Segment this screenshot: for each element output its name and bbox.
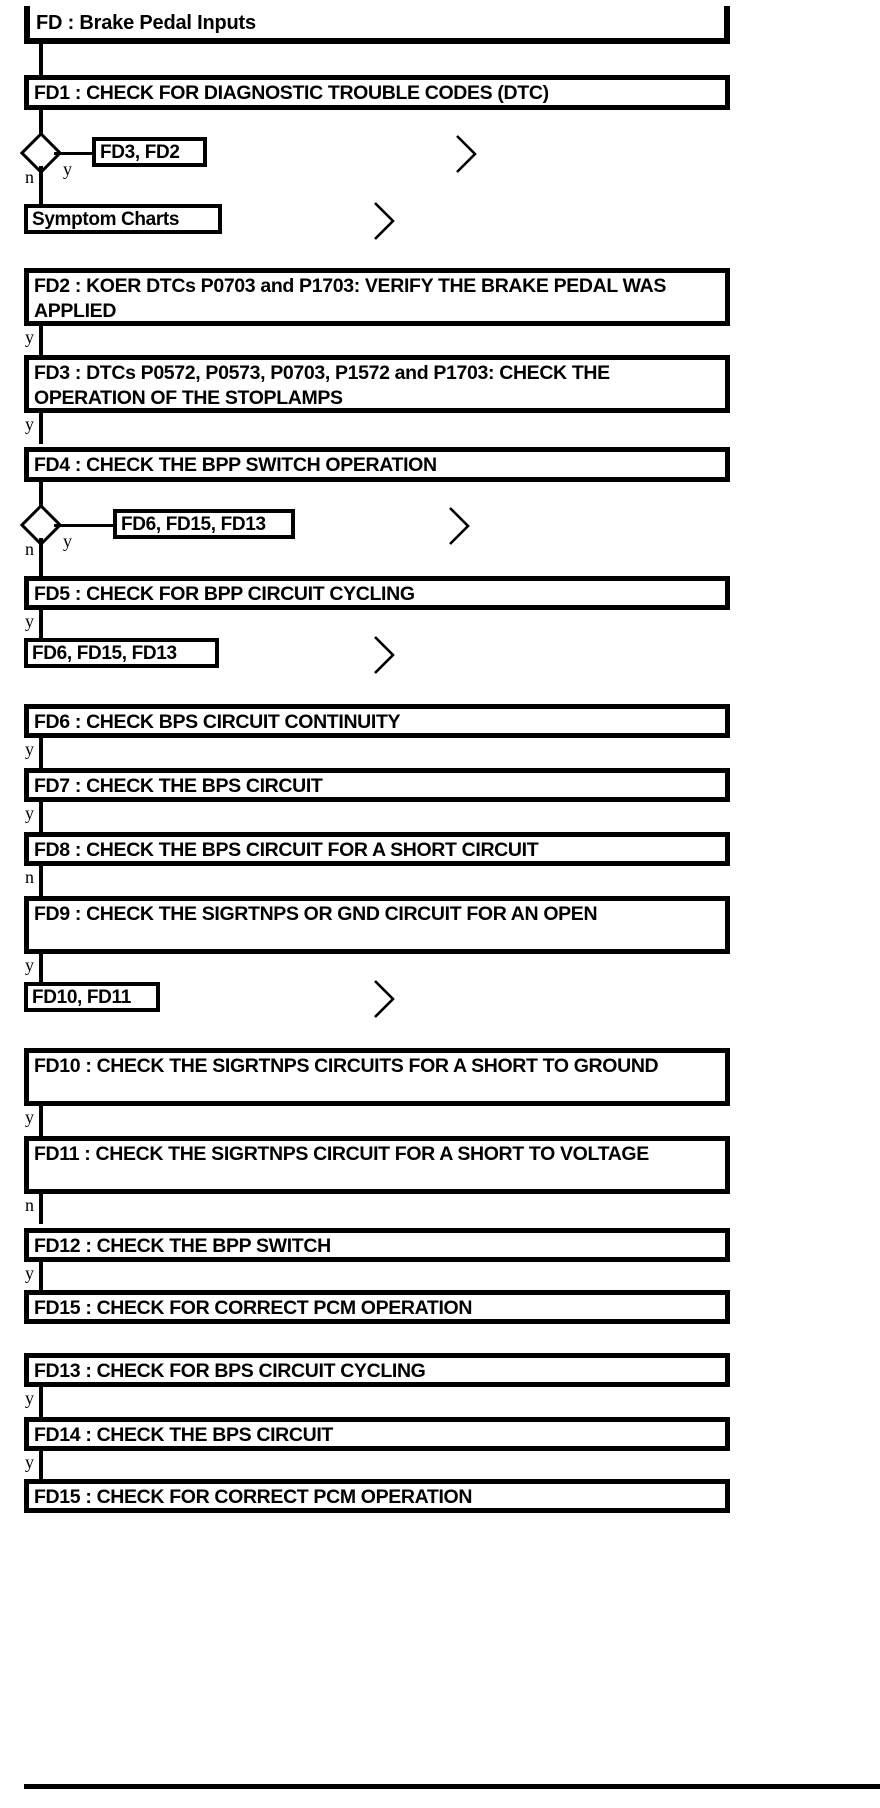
step-fd7[interactable]: FD7 : CHECK THE BPS CIRCUIT [24, 768, 730, 802]
ref-fd6-fd15-fd13-a-label: FD6, FD15, FD13 [121, 514, 266, 535]
branch-label-n: n [25, 539, 34, 559]
step-fd15-a[interactable]: FD15 : CHECK FOR CORRECT PCM OPERATION [24, 1290, 730, 1324]
chart-header: FD : Brake Pedal Inputs [24, 6, 730, 44]
branch-label-y: y [25, 1263, 34, 1283]
branch-label-n: n [25, 167, 34, 187]
ref-symptom-charts-label: Symptom Charts [32, 209, 180, 230]
chevron-right-icon [445, 505, 475, 547]
step-fd4[interactable]: FD4 : CHECK THE BPP SWITCH OPERATION [24, 447, 730, 482]
connector-fd6-fd7 [39, 738, 43, 768]
branch-label-y: y [25, 955, 34, 975]
connector-fd5-ref [39, 610, 43, 638]
branch-label-y: y [25, 414, 34, 434]
step-fd8[interactable]: FD8 : CHECK THE BPS CIRCUIT FOR A SHORT … [24, 832, 730, 866]
branch-label-y: y [25, 739, 34, 759]
ref-fd6-fd15-fd13-a[interactable]: FD6, FD15, FD13 [113, 509, 295, 539]
step-fd10[interactable]: FD10 : CHECK THE SIGRTNPS CIRCUITS FOR A… [24, 1048, 730, 1106]
ref-fd10-fd11[interactable]: FD10, FD11 [24, 982, 160, 1012]
branch-label-y: y [25, 1388, 34, 1408]
branch-label-y: y [63, 159, 72, 179]
step-fd4-label: FD4 : CHECK THE BPP SWITCH OPERATION [34, 454, 437, 476]
connector-fd7-fd8 [39, 802, 43, 832]
ref-fd6-fd15-fd13-b[interactable]: FD6, FD15, FD13 [24, 638, 219, 668]
step-fd15-a-label: FD15 : CHECK FOR CORRECT PCM OPERATION [34, 1297, 473, 1319]
step-fd7-label: FD7 : CHECK THE BPS CIRCUIT [34, 775, 323, 797]
step-fd2-label: FD2 : KOER DTCs P0703 and P1703: VERIFY … [34, 275, 667, 322]
step-fd13[interactable]: FD13 : CHECK FOR BPS CIRCUIT CYCLING [24, 1353, 730, 1387]
step-fd9[interactable]: FD9 : CHECK THE SIGRTNPS OR GND CIRCUIT … [24, 896, 730, 954]
ref-fd3-fd2-label: FD3, FD2 [100, 142, 180, 163]
step-fd5-label: FD5 : CHECK FOR BPP CIRCUIT CYCLING [34, 583, 415, 605]
connector-decision1-no [39, 166, 43, 204]
branch-label-n: n [25, 867, 34, 887]
connector-fd1-decision1 [39, 110, 43, 140]
connector-fd9-ref [39, 954, 43, 982]
connector-fd8-fd9 [39, 866, 43, 896]
step-fd11-label: FD11 : CHECK THE SIGRTNPS CIRCUIT FOR A … [34, 1143, 649, 1165]
step-fd1-label: FD1 : CHECK FOR DIAGNOSTIC TROUBLE CODES… [34, 82, 549, 104]
branch-label-y: y [25, 803, 34, 823]
step-fd14-label: FD14 : CHECK THE BPS CIRCUIT [34, 1424, 333, 1446]
footer-rule [24, 1784, 880, 1789]
chevron-right-icon [370, 978, 400, 1020]
connector-fd3-fd4 [39, 413, 43, 444]
step-fd6-label: FD6 : CHECK BPS CIRCUIT CONTINUITY [34, 711, 401, 733]
branch-label-y: y [25, 1452, 34, 1472]
connector-header-fd1 [39, 44, 43, 75]
branch-label-y: y [25, 611, 34, 631]
step-fd15-b-label: FD15 : CHECK FOR CORRECT PCM OPERATION [34, 1486, 473, 1508]
branch-label-n: n [25, 1195, 34, 1215]
step-fd11[interactable]: FD11 : CHECK THE SIGRTNPS CIRCUIT FOR A … [24, 1136, 730, 1194]
connector-decision1-yes [54, 152, 95, 155]
branch-label-y: y [25, 327, 34, 347]
step-fd14[interactable]: FD14 : CHECK THE BPS CIRCUIT [24, 1417, 730, 1451]
connector-fd10-fd11 [39, 1106, 43, 1136]
connector-fd4-decision2 [39, 482, 43, 512]
connector-fd2-fd3 [39, 326, 43, 355]
ref-fd6-fd15-fd13-b-label: FD6, FD15, FD13 [32, 643, 177, 664]
step-fd9-label: FD9 : CHECK THE SIGRTNPS OR GND CIRCUIT … [34, 903, 598, 925]
connector-fd11-fd12 [39, 1194, 43, 1224]
step-fd12[interactable]: FD12 : CHECK THE BPP SWITCH [24, 1228, 730, 1262]
step-fd15-b[interactable]: FD15 : CHECK FOR CORRECT PCM OPERATION [24, 1479, 730, 1513]
connector-decision2-yes [54, 524, 116, 527]
ref-fd10-fd11-label: FD10, FD11 [32, 987, 131, 1008]
step-fd3[interactable]: FD3 : DTCs P0572, P0573, P0703, P1572 an… [24, 355, 730, 413]
branch-label-y: y [25, 1107, 34, 1127]
step-fd13-label: FD13 : CHECK FOR BPS CIRCUIT CYCLING [34, 1360, 426, 1382]
step-fd1[interactable]: FD1 : CHECK FOR DIAGNOSTIC TROUBLE CODES… [24, 75, 730, 110]
ref-symptom-charts[interactable]: Symptom Charts [24, 204, 222, 234]
step-fd2[interactable]: FD2 : KOER DTCs P0703 and P1703: VERIFY … [24, 268, 730, 326]
connector-fd13-fd14 [39, 1387, 43, 1417]
connector-decision2-no [39, 538, 43, 576]
step-fd12-label: FD12 : CHECK THE BPP SWITCH [34, 1235, 331, 1257]
step-fd6[interactable]: FD6 : CHECK BPS CIRCUIT CONTINUITY [24, 704, 730, 738]
step-fd8-label: FD8 : CHECK THE BPS CIRCUIT FOR A SHORT … [34, 839, 539, 861]
step-fd5[interactable]: FD5 : CHECK FOR BPP CIRCUIT CYCLING [24, 576, 730, 610]
step-fd3-label: FD3 : DTCs P0572, P0573, P0703, P1572 an… [34, 362, 610, 409]
chevron-right-icon [452, 133, 482, 175]
page-title: FD : Brake Pedal Inputs [36, 12, 256, 34]
ref-fd3-fd2[interactable]: FD3, FD2 [92, 137, 207, 167]
chevron-right-icon [370, 634, 400, 676]
chevron-right-icon [370, 200, 400, 242]
connector-fd14-fd15b [39, 1451, 43, 1479]
connector-fd12-fd15a [39, 1262, 43, 1290]
step-fd10-label: FD10 : CHECK THE SIGRTNPS CIRCUITS FOR A… [34, 1055, 659, 1077]
branch-label-y: y [63, 531, 72, 551]
